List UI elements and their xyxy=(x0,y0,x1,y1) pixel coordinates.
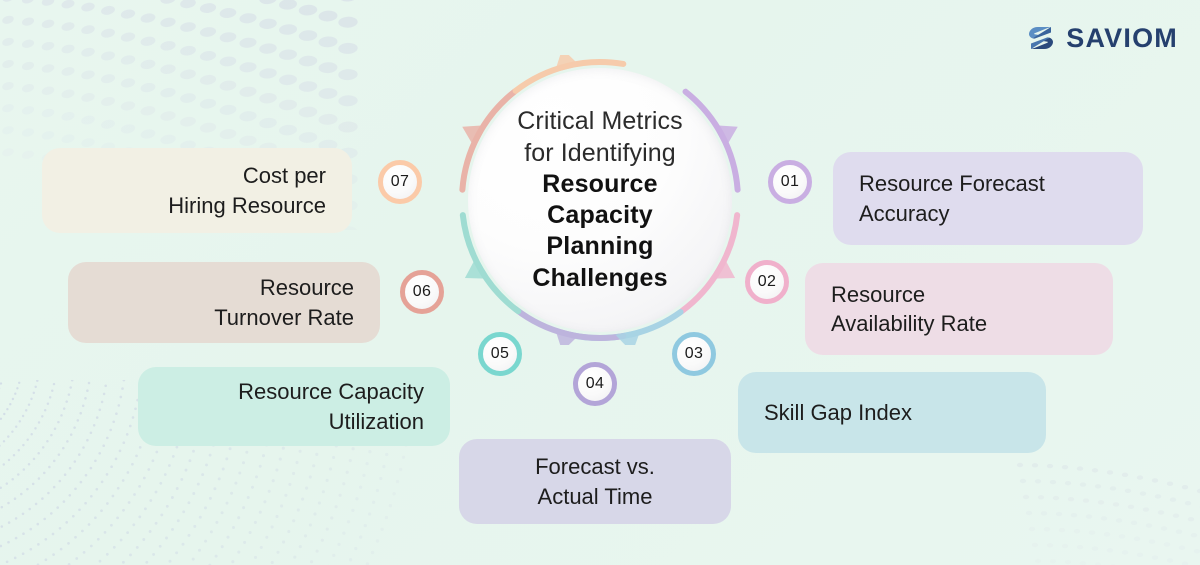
metric-card-label: Utilization xyxy=(328,408,424,434)
metric-badge-number: 04 xyxy=(585,375,605,392)
metric-card-04[interactable]: Forecast vs. Actual Time xyxy=(459,439,731,524)
metric-badge-02[interactable]: 02 xyxy=(745,260,789,304)
hub-title-line: Critical Metrics xyxy=(517,107,683,136)
metric-badge-01[interactable]: 01 xyxy=(768,160,812,204)
metric-card-label: Actual Time xyxy=(537,483,653,509)
metric-card-label: Resource xyxy=(831,281,926,307)
logo-wordmark: SAVIOM xyxy=(1066,22,1178,53)
metric-badge-04[interactable]: 04 xyxy=(573,362,617,406)
metric-badge-03[interactable]: 03 xyxy=(672,332,716,376)
hub-title-disc: Critical Metrics for Identifying Resourc… xyxy=(468,68,732,332)
metric-badge-number: 06 xyxy=(412,283,432,300)
metric-card-label: Accuracy xyxy=(859,200,950,226)
central-hub: Critical Metrics for Identifying Resourc… xyxy=(455,55,745,345)
metric-card-label: Availability Rate xyxy=(831,311,988,336)
saviom-logo: SAVIOM xyxy=(1025,22,1178,54)
metric-card-06[interactable]: Resource Turnover Rate xyxy=(68,262,380,343)
metric-badge-06[interactable]: 06 xyxy=(400,270,444,314)
metric-card-label: Resource xyxy=(259,275,354,301)
hub-title-line: for Identifying xyxy=(524,138,676,167)
metric-badge-05[interactable]: 05 xyxy=(478,332,522,376)
metric-badge-07[interactable]: 07 xyxy=(378,160,422,204)
metric-badge-number: 01 xyxy=(780,173,800,190)
metric-card-02[interactable]: Resource Availability Rate xyxy=(805,263,1113,355)
hub-title-line: Planning xyxy=(546,232,654,261)
metric-card-label: Turnover Rate xyxy=(214,304,354,330)
metric-card-label: Skill Gap Index xyxy=(764,399,912,425)
metric-card-07[interactable]: Cost per Hiring Resource xyxy=(42,148,352,233)
metric-card-label: Resource Forecast xyxy=(859,171,1045,197)
metric-card-label: Resource Capacity xyxy=(238,379,424,405)
metric-badge-number: 02 xyxy=(757,273,777,290)
metric-badge-number: 07 xyxy=(390,173,410,190)
hub-segmented-ring xyxy=(459,55,741,345)
metric-card-label: Cost per xyxy=(242,163,326,189)
hub-title-line: Resource Capacity xyxy=(542,169,658,229)
halftone-dots-pattern-bottomright xyxy=(1016,462,1200,565)
metric-card-label: Forecast vs. xyxy=(535,454,655,480)
metric-card-05[interactable]: Resource Capacity Utilization xyxy=(138,367,450,446)
hub-title-line: Challenges xyxy=(532,263,668,292)
metric-card-label: Hiring Resource xyxy=(168,192,326,218)
metric-badge-number: 03 xyxy=(684,345,704,362)
metric-card-03[interactable]: Skill Gap Index xyxy=(738,372,1046,453)
metric-card-01[interactable]: Resource Forecast Accuracy xyxy=(833,152,1143,245)
metric-badge-number: 05 xyxy=(490,345,510,362)
saviom-s-mark-icon xyxy=(1029,27,1054,49)
